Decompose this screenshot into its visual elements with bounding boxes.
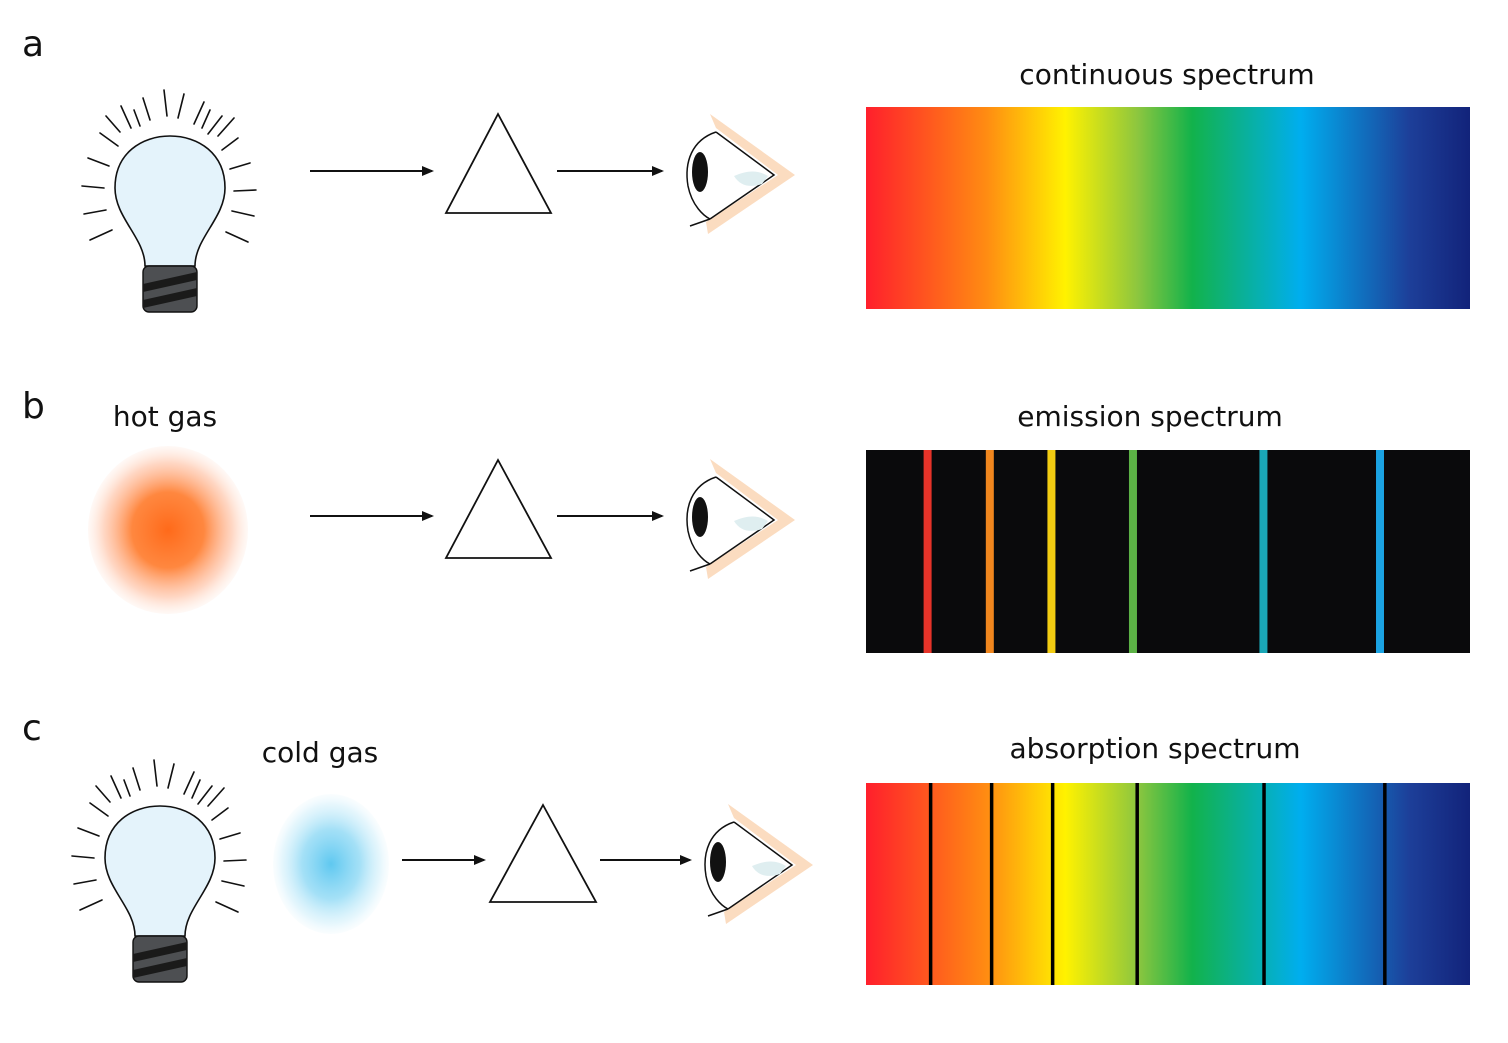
- emission-line-1: [923, 450, 932, 653]
- panel-letter-b: b: [22, 386, 45, 427]
- light-bulb-icon: [71, 759, 247, 983]
- prism-triangle: [444, 458, 553, 559]
- hot-gas-label: hot gas: [113, 400, 217, 433]
- panel-letter-c: c: [22, 708, 42, 749]
- absorption-lines: [928, 783, 1387, 985]
- eye-icon: [686, 113, 796, 235]
- cold-gas-cloud: [273, 794, 389, 934]
- emission-line-4: [1128, 450, 1137, 653]
- light-bulb-icon: [81, 89, 257, 313]
- absorption-line-4: [1135, 783, 1139, 985]
- emission-spectrum-title: emission spectrum: [1017, 400, 1283, 433]
- emission-line-6: [1376, 450, 1385, 653]
- absorption-spectrum-title: absorption spectrum: [1010, 732, 1301, 765]
- eye-icon: [686, 458, 796, 580]
- absorption-line-3: [1050, 783, 1055, 985]
- eye-icon: [704, 803, 814, 925]
- absorption-line-6: [1383, 783, 1387, 985]
- absorption-line-5: [1262, 783, 1266, 985]
- panel-letter-a: a: [22, 24, 44, 65]
- prism-triangle: [444, 112, 553, 214]
- cold-gas-label: cold gas: [262, 736, 379, 769]
- absorption-spectrum-bar: [866, 783, 1470, 985]
- absorption-line-1: [928, 783, 933, 985]
- emission-line-2: [985, 450, 994, 653]
- emission-line-3: [1047, 450, 1056, 653]
- absorption-line-2: [989, 783, 994, 985]
- emission-lines: [923, 450, 1385, 653]
- emission-line-5: [1259, 450, 1268, 653]
- continuous-spectrum-title: continuous spectrum: [1019, 58, 1314, 91]
- continuous-spectrum-bar: [866, 107, 1470, 309]
- prism-triangle: [488, 803, 598, 903]
- hot-gas-cloud: [88, 446, 248, 614]
- emission-spectrum-bar: [866, 450, 1470, 653]
